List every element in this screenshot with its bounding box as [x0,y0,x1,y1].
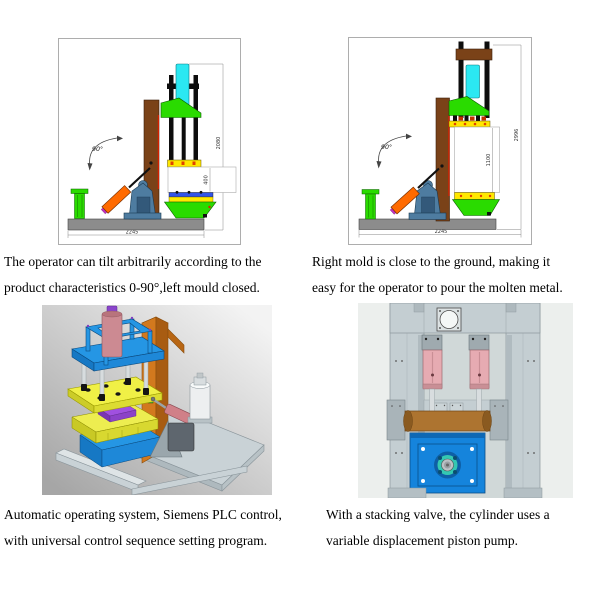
machine-base-plate [358,218,497,230]
lower-mold-plate [168,190,214,203]
top-flange [436,307,462,332]
mold-plate [67,376,163,414]
upper-platen [160,97,202,118]
caption-top-left-line1: The operator can tilt arbitrarily accord… [4,254,262,269]
dim-mold-opening-label: 1100 [486,154,492,167]
lower-mold-plate [454,192,495,200]
render-plc-machine-panel [42,305,272,495]
mold-box [409,432,486,494]
caption-top-left-line2: product characteristics 0-90°,left mould… [4,280,260,295]
upper-platen [448,96,490,116]
caption-top-right-line2: easy for the operator to pour the molten… [312,280,563,295]
caption-top-right-line1: Right mold is close to the ground, makin… [312,254,551,269]
frame-top-beam [389,303,541,334]
dimension-total-height [189,63,224,231]
drawing-mold-open-panel: 2996 2245 [348,37,532,245]
render-press-front-panel [358,303,573,498]
machine-base-plate [67,218,205,231]
pour-bracket [70,188,89,219]
caption-bottom-right-line1: With a stacking valve, the cylinder uses… [326,507,550,522]
dim-base-length-label: 2245 [126,230,139,236]
column-bolts [395,360,535,454]
upper-mold-plate [167,159,202,168]
mold-opening [167,166,237,193]
lower-mold-bucket [163,201,217,219]
tilt-cylinder [389,167,440,215]
dimension-total-height [493,44,522,230]
rod-collars [81,378,149,401]
top-frame [455,41,493,118]
mold-opening [454,126,500,193]
drawing-mould-closed: 2080 2245 [67,63,237,238]
caption-top-right: Right mold is close to the ground, makin… [312,249,563,301]
dim-base-length-label: 2245 [435,229,448,235]
hydraulic-cylinder-tilt [150,396,195,425]
lower-mold-bucket [451,199,501,216]
render-press-front [358,303,573,498]
tilt-cylinder [100,167,151,215]
caption-top-left: The operator can tilt arbitrarily accord… [4,249,262,301]
hydraulic-cylinder-left [421,334,443,414]
tilt-angle-label: 90° [92,145,103,153]
upper-mold-plate [448,115,491,128]
drawing-mold-open: 2996 2245 [358,41,522,238]
caption-bottom-right-line2: variable displacement piston pump. [326,533,518,548]
dim-mold-opening-label: 400 [204,175,210,185]
hydraulic-cylinder-right [468,334,490,414]
caption-bottom-left-line2: with universal control sequence setting … [4,533,268,548]
caption-bottom-left-line1: Automatic operating system, Siemens PLC … [4,507,282,522]
tilt-angle-annotation [376,133,412,169]
dimension-base-length [67,231,205,238]
motor-box [167,422,195,452]
tilt-support-stand [123,180,162,220]
press-cylinder [101,305,123,358]
caption-bottom-right: With a stacking valve, the cylinder uses… [326,502,550,554]
render-plc-machine [42,305,272,495]
tilt-angle-annotation [87,135,123,171]
tilt-angle-label: 90° [381,143,392,151]
caption-bottom-left: Automatic operating system, Siemens PLC … [4,502,282,554]
tilting-beam [403,410,492,432]
dim-total-height-label: 2996 [514,129,520,142]
accumulator-cylinder [187,372,213,424]
pour-bracket [361,189,380,220]
tilt-support-stand [408,180,447,220]
clamp-cylinder [465,64,480,99]
dimension-base-length [358,230,522,238]
tilting-column [435,97,450,222]
dim-total-height-label: 2080 [216,137,222,150]
column-feet [387,487,543,498]
drawing-mould-closed-panel: 2080 2245 [58,38,241,245]
